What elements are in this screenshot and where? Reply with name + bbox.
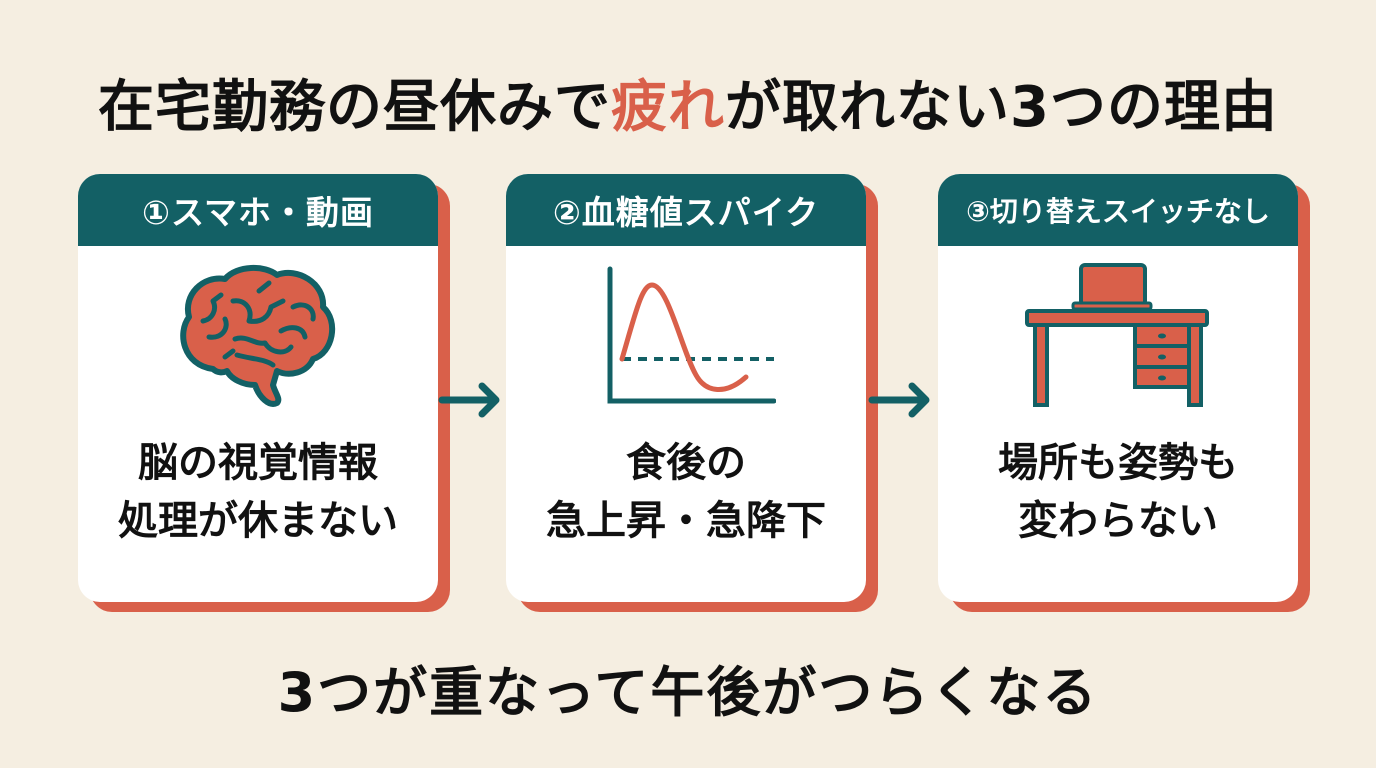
title-prefix: 在宅勤務の昼休みで xyxy=(98,75,612,140)
card-body: ①スマホ・動画 脳の視覚情報 処理が休まない xyxy=(78,174,438,602)
conclusion-text: 3つが重なって午後がつらくなる xyxy=(277,661,1099,724)
card-header: ③切り替えスイッチなし xyxy=(938,174,1298,246)
arrow-right-icon xyxy=(438,382,500,418)
reason-card-3: ③切り替えスイッチなし 場所も姿勢も 変わらない xyxy=(938,174,1310,612)
page-title: 在宅勤務の昼休みで疲れが取れない3つの理由 xyxy=(0,62,1376,143)
desk-icon xyxy=(1025,263,1209,407)
reason-card-2: ②血糖値スパイク 食後の 急上昇・急降下 xyxy=(506,174,878,612)
card-header: ①スマホ・動画 xyxy=(78,174,438,246)
card-text-line1: 脳の視覚情報 xyxy=(138,440,378,486)
brain-icon xyxy=(180,265,335,407)
card-text-line1: 食後の xyxy=(626,440,746,486)
blood-sugar-spike-graph-icon xyxy=(607,266,776,404)
title-suffix: が取れない3つの理由 xyxy=(725,75,1278,140)
card-description: 場所も姿勢も 変わらない xyxy=(938,434,1298,550)
arrow-right-icon xyxy=(868,382,930,418)
card-description: 脳の視覚情報 処理が休まない xyxy=(78,434,438,550)
title-highlight: 疲れ xyxy=(611,75,726,140)
card-body: ③切り替えスイッチなし 場所も姿勢も 変わらない xyxy=(938,174,1298,602)
card-text-line1: 場所も姿勢も xyxy=(998,440,1238,486)
reason-card-1: ①スマホ・動画 脳の視覚情報 処理が休まない xyxy=(78,174,450,612)
card-text-line2: 変わらない xyxy=(1018,498,1218,544)
card-text-line2: 処理が休まない xyxy=(118,498,398,544)
card-body: ②血糖値スパイク 食後の 急上昇・急降下 xyxy=(506,174,866,602)
card-description: 食後の 急上昇・急降下 xyxy=(506,434,866,550)
card-text-line2: 急上昇・急降下 xyxy=(546,498,826,544)
card-header: ②血糖値スパイク xyxy=(506,174,866,246)
